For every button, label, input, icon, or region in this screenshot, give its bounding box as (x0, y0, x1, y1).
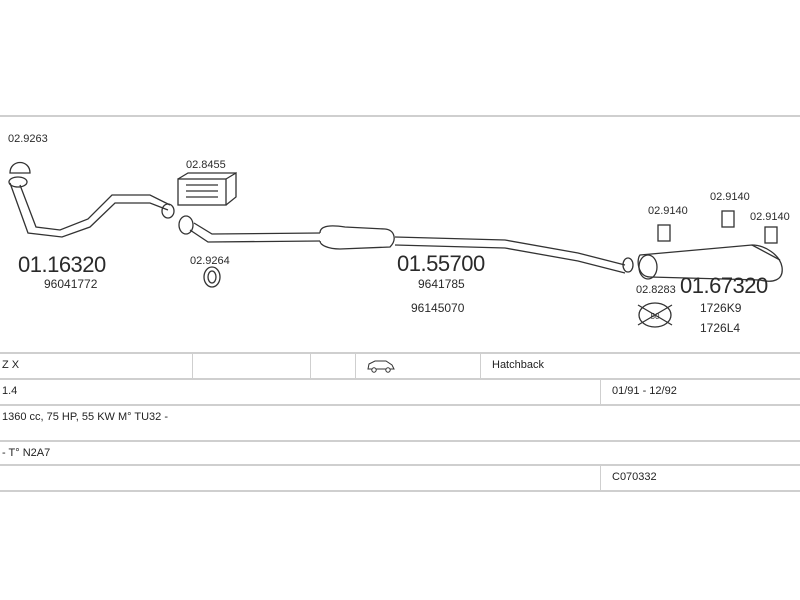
front-pipe-lower (19, 184, 171, 231)
part-code: 02.8455 (186, 159, 226, 171)
center-pipe-lower (394, 244, 626, 274)
engine-spec-cell: 1360 cc, 75 HP, 55 KW M° TU32 - (2, 411, 169, 423)
middle-silencer (319, 225, 395, 250)
part-ref: 1726K9 (700, 301, 742, 315)
part-code: 02.8283 (636, 284, 676, 296)
car-side-icon (366, 358, 396, 374)
gasket-ring-icon (203, 266, 221, 288)
front-pipe-end (161, 203, 175, 219)
clamp-icon (9, 161, 31, 174)
part-code-main: 01.67320 (680, 273, 768, 298)
model-cell: Z X (2, 359, 20, 371)
manifold-flange (8, 176, 28, 188)
clamp-size-icon (638, 302, 672, 328)
part-ref: 1726L4 (700, 321, 741, 335)
dates-cell: 01/91 - 12/92 (612, 385, 677, 397)
part-code: 02.9140 (750, 211, 790, 223)
part-code-main: 01.16320 (18, 252, 106, 277)
rubber-hanger-icon (657, 210, 778, 244)
middle-pipe-flange (178, 215, 194, 235)
catalog-code-cell: C070332 (612, 471, 657, 483)
part-code: 02.9263 (8, 133, 48, 145)
part-code: 02.9140 (710, 191, 750, 203)
table-row: 1360 cc, 75 HP, 55 KW M° TU32 - (0, 406, 800, 442)
vehicle-info-table: Z X Hatchback 1.4 01/91 - 12/92 1360 cc,… (0, 352, 800, 492)
table-row: 1.4 01/91 - 12/92 (0, 380, 800, 406)
part-code-main: 01.55700 (397, 251, 485, 276)
table-row: - T° N2A7 (0, 442, 800, 466)
exhaust-diagram: 50 02.9263 02.8455 02.9264 01.16320 9604… (0, 115, 800, 350)
table-row: Z X Hatchback (0, 352, 800, 380)
center-pipe-upper (394, 236, 626, 266)
part-ref: 96041772 (44, 277, 98, 291)
body-type-cell: Hatchback (492, 359, 544, 371)
top-rule (0, 115, 800, 117)
front-pipe-upper (9, 182, 169, 238)
type-cell: - T° N2A7 (2, 447, 51, 459)
part-ref: 96145070 (411, 301, 465, 315)
middle-pipe-upper (189, 229, 321, 243)
table-row: C070332 (0, 466, 800, 492)
exhaust-drawing: 50 (8, 161, 783, 328)
middle-pipe-lower (193, 222, 321, 235)
part-code: 02.9264 (190, 255, 230, 267)
part-ref: 9641785 (418, 277, 465, 291)
mounting-bracket-icon (177, 178, 227, 206)
engine-cell: 1.4 (2, 385, 18, 397)
part-code: 02.9140 (648, 205, 688, 217)
clamp-size-label: 50 (651, 312, 660, 321)
